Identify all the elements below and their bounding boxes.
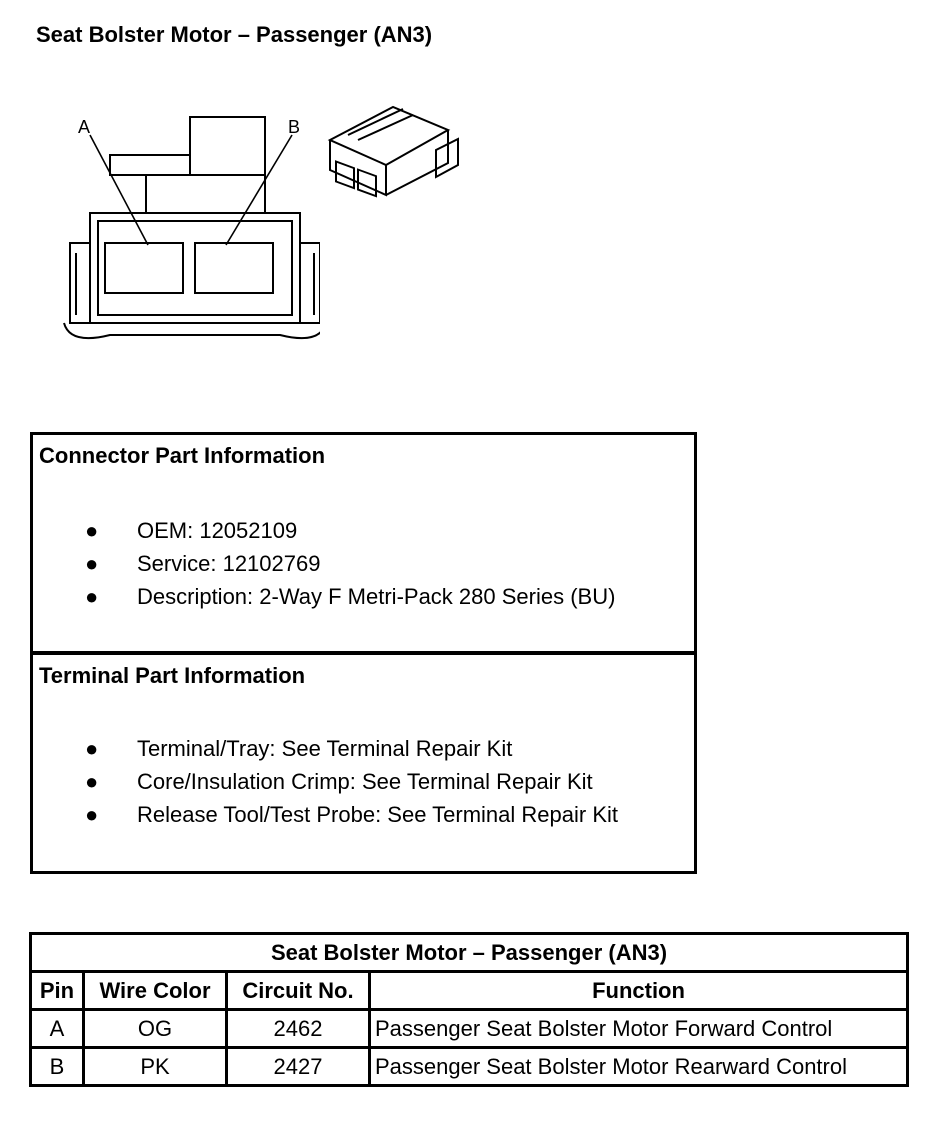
list-item: ●Service: 12102769: [85, 551, 321, 576]
table-header-row: Pin Wire Color Circuit No. Function: [29, 970, 909, 1011]
page-title: Seat Bolster Motor – Passenger (AN3): [36, 22, 433, 47]
header-function: Function: [368, 970, 909, 1011]
cell-pin: A: [29, 1008, 85, 1049]
header-wire-color: Wire Color: [82, 970, 228, 1011]
bullet-icon: ●: [85, 584, 99, 609]
connector-info-title: Connector Part Information: [39, 443, 326, 468]
table-row: A OG 2462 Passenger Seat Bolster Motor F…: [29, 1008, 909, 1049]
bullet-icon: ●: [85, 769, 99, 794]
list-item: ●Release Tool/Test Probe: See Terminal R…: [85, 802, 618, 827]
connector-info-list: ●OEM: 12052109 ●Service: 12102769 ●Descr…: [33, 517, 615, 616]
bullet-icon: ●: [85, 518, 99, 543]
list-item: ●Core/Insulation Crimp: See Terminal Rep…: [85, 769, 593, 794]
cell-function: Passenger Seat Bolster Motor Forward Con…: [368, 1008, 909, 1049]
header-pin: Pin: [29, 970, 85, 1011]
pin-a-label: A: [78, 117, 90, 137]
cell-wire-color: PK: [82, 1046, 228, 1087]
connector-face-diagram: A B: [63, 116, 320, 339]
cell-wire-color: OG: [82, 1008, 228, 1049]
terminal-info-list: ●Terminal/Tray: See Terminal Repair Kit …: [33, 735, 618, 834]
cell-function: Passenger Seat Bolster Motor Rearward Co…: [368, 1046, 909, 1087]
connector-isometric-icon: [327, 105, 459, 198]
table-title: Seat Bolster Motor – Passenger (AN3): [29, 932, 909, 973]
list-item: ●Description: 2-Way F Metri-Pack 280 Ser…: [85, 584, 616, 609]
pin-b-label: B: [288, 117, 300, 137]
header-circuit: Circuit No.: [225, 970, 371, 1011]
pinout-table: Seat Bolster Motor – Passenger (AN3) Pin…: [29, 932, 909, 1087]
cell-pin: B: [29, 1046, 85, 1087]
cell-circuit: 2427: [225, 1046, 371, 1087]
bullet-icon: ●: [85, 736, 99, 761]
bullet-icon: ●: [85, 802, 99, 827]
bullet-icon: ●: [85, 551, 99, 576]
table-row: B PK 2427 Passenger Seat Bolster Motor R…: [29, 1046, 909, 1087]
terminal-info-title: Terminal Part Information: [39, 663, 306, 688]
connector-part-info-box: Connector Part Information ●OEM: 1205210…: [30, 432, 697, 654]
cell-circuit: 2462: [225, 1008, 371, 1049]
list-item: ●OEM: 12052109: [85, 518, 298, 543]
terminal-part-info-box: Terminal Part Information ●Terminal/Tray…: [30, 652, 697, 874]
list-item: ●Terminal/Tray: See Terminal Repair Kit: [85, 736, 513, 761]
